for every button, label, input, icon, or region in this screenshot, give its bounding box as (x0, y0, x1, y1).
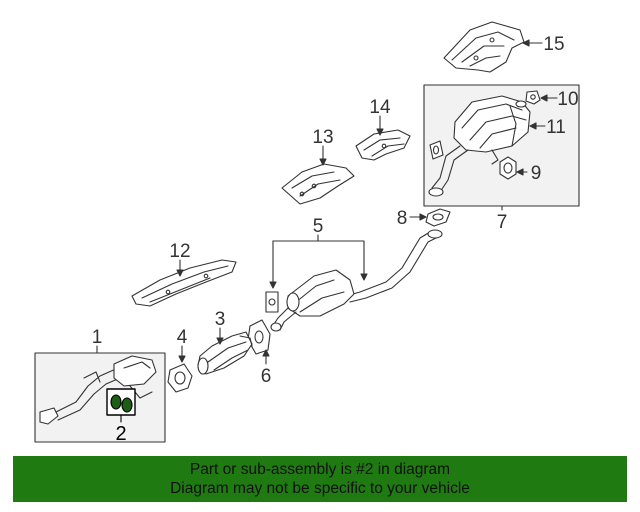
banner-line-part-number: Part or sub-assembly is #2 in diagram (189, 461, 451, 478)
part-2-gasket-highlight[interactable] (106, 388, 136, 416)
leader-11 (529, 122, 546, 130)
leader-6 (262, 349, 270, 365)
part-14-heat-shield[interactable] (355, 129, 411, 161)
part-8-gasket[interactable] (425, 208, 451, 227)
callout-11: 11 (546, 117, 566, 138)
callout-6: 6 (261, 366, 272, 387)
part-15-heat-shield[interactable] (443, 21, 525, 73)
part-9-insulator[interactable] (499, 156, 517, 180)
leader-5 (269, 234, 368, 289)
leader-14 (376, 115, 384, 136)
callout-14: 14 (369, 97, 391, 118)
callout-10: 10 (557, 89, 578, 110)
exhaust-diagram: 1 2 3 4 5 6 7 8 9 10 11 12 13 14 15 (34, 21, 580, 445)
diagram-notice-banner: Part or sub-assembly is #2 in diagram Di… (13, 456, 627, 502)
callout-8: 8 (397, 208, 408, 229)
callout-3: 3 (215, 309, 226, 330)
part-12-heat-shield[interactable] (131, 259, 237, 307)
part-10-hanger[interactable] (525, 90, 541, 105)
part-4-gasket[interactable] (167, 363, 193, 393)
callout-5: 5 (313, 216, 324, 237)
part-6-gasket[interactable] (247, 319, 271, 355)
leader-12 (176, 259, 184, 277)
leader-8 (409, 213, 427, 221)
leader-10 (540, 94, 558, 102)
callout-12: 12 (169, 241, 190, 262)
part-3-catalytic-converter[interactable] (197, 331, 253, 375)
callout-7: 7 (497, 212, 508, 233)
callout-4: 4 (177, 327, 188, 348)
part-13-heat-shield[interactable] (281, 163, 355, 205)
part-11-rear-muffler[interactable] (428, 95, 531, 197)
callout-13: 13 (312, 127, 333, 148)
leader-13 (319, 145, 327, 166)
callout-1: 1 (92, 327, 103, 348)
leader-4 (178, 345, 186, 363)
callout-15: 15 (543, 34, 564, 55)
callout-9: 9 (531, 163, 542, 184)
banner-line-disclaimer: Diagram may not be specific to your vehi… (170, 480, 470, 497)
part-1-front-pipe[interactable] (39, 355, 157, 425)
leader-3 (216, 327, 224, 345)
callout-2: 2 (115, 423, 126, 445)
leader-9 (516, 168, 528, 176)
leader-15 (522, 39, 543, 47)
part-7-gasket[interactable] (429, 140, 444, 160)
part-5-hanger[interactable] (265, 291, 279, 313)
part-5-center-pipe[interactable] (270, 229, 443, 332)
